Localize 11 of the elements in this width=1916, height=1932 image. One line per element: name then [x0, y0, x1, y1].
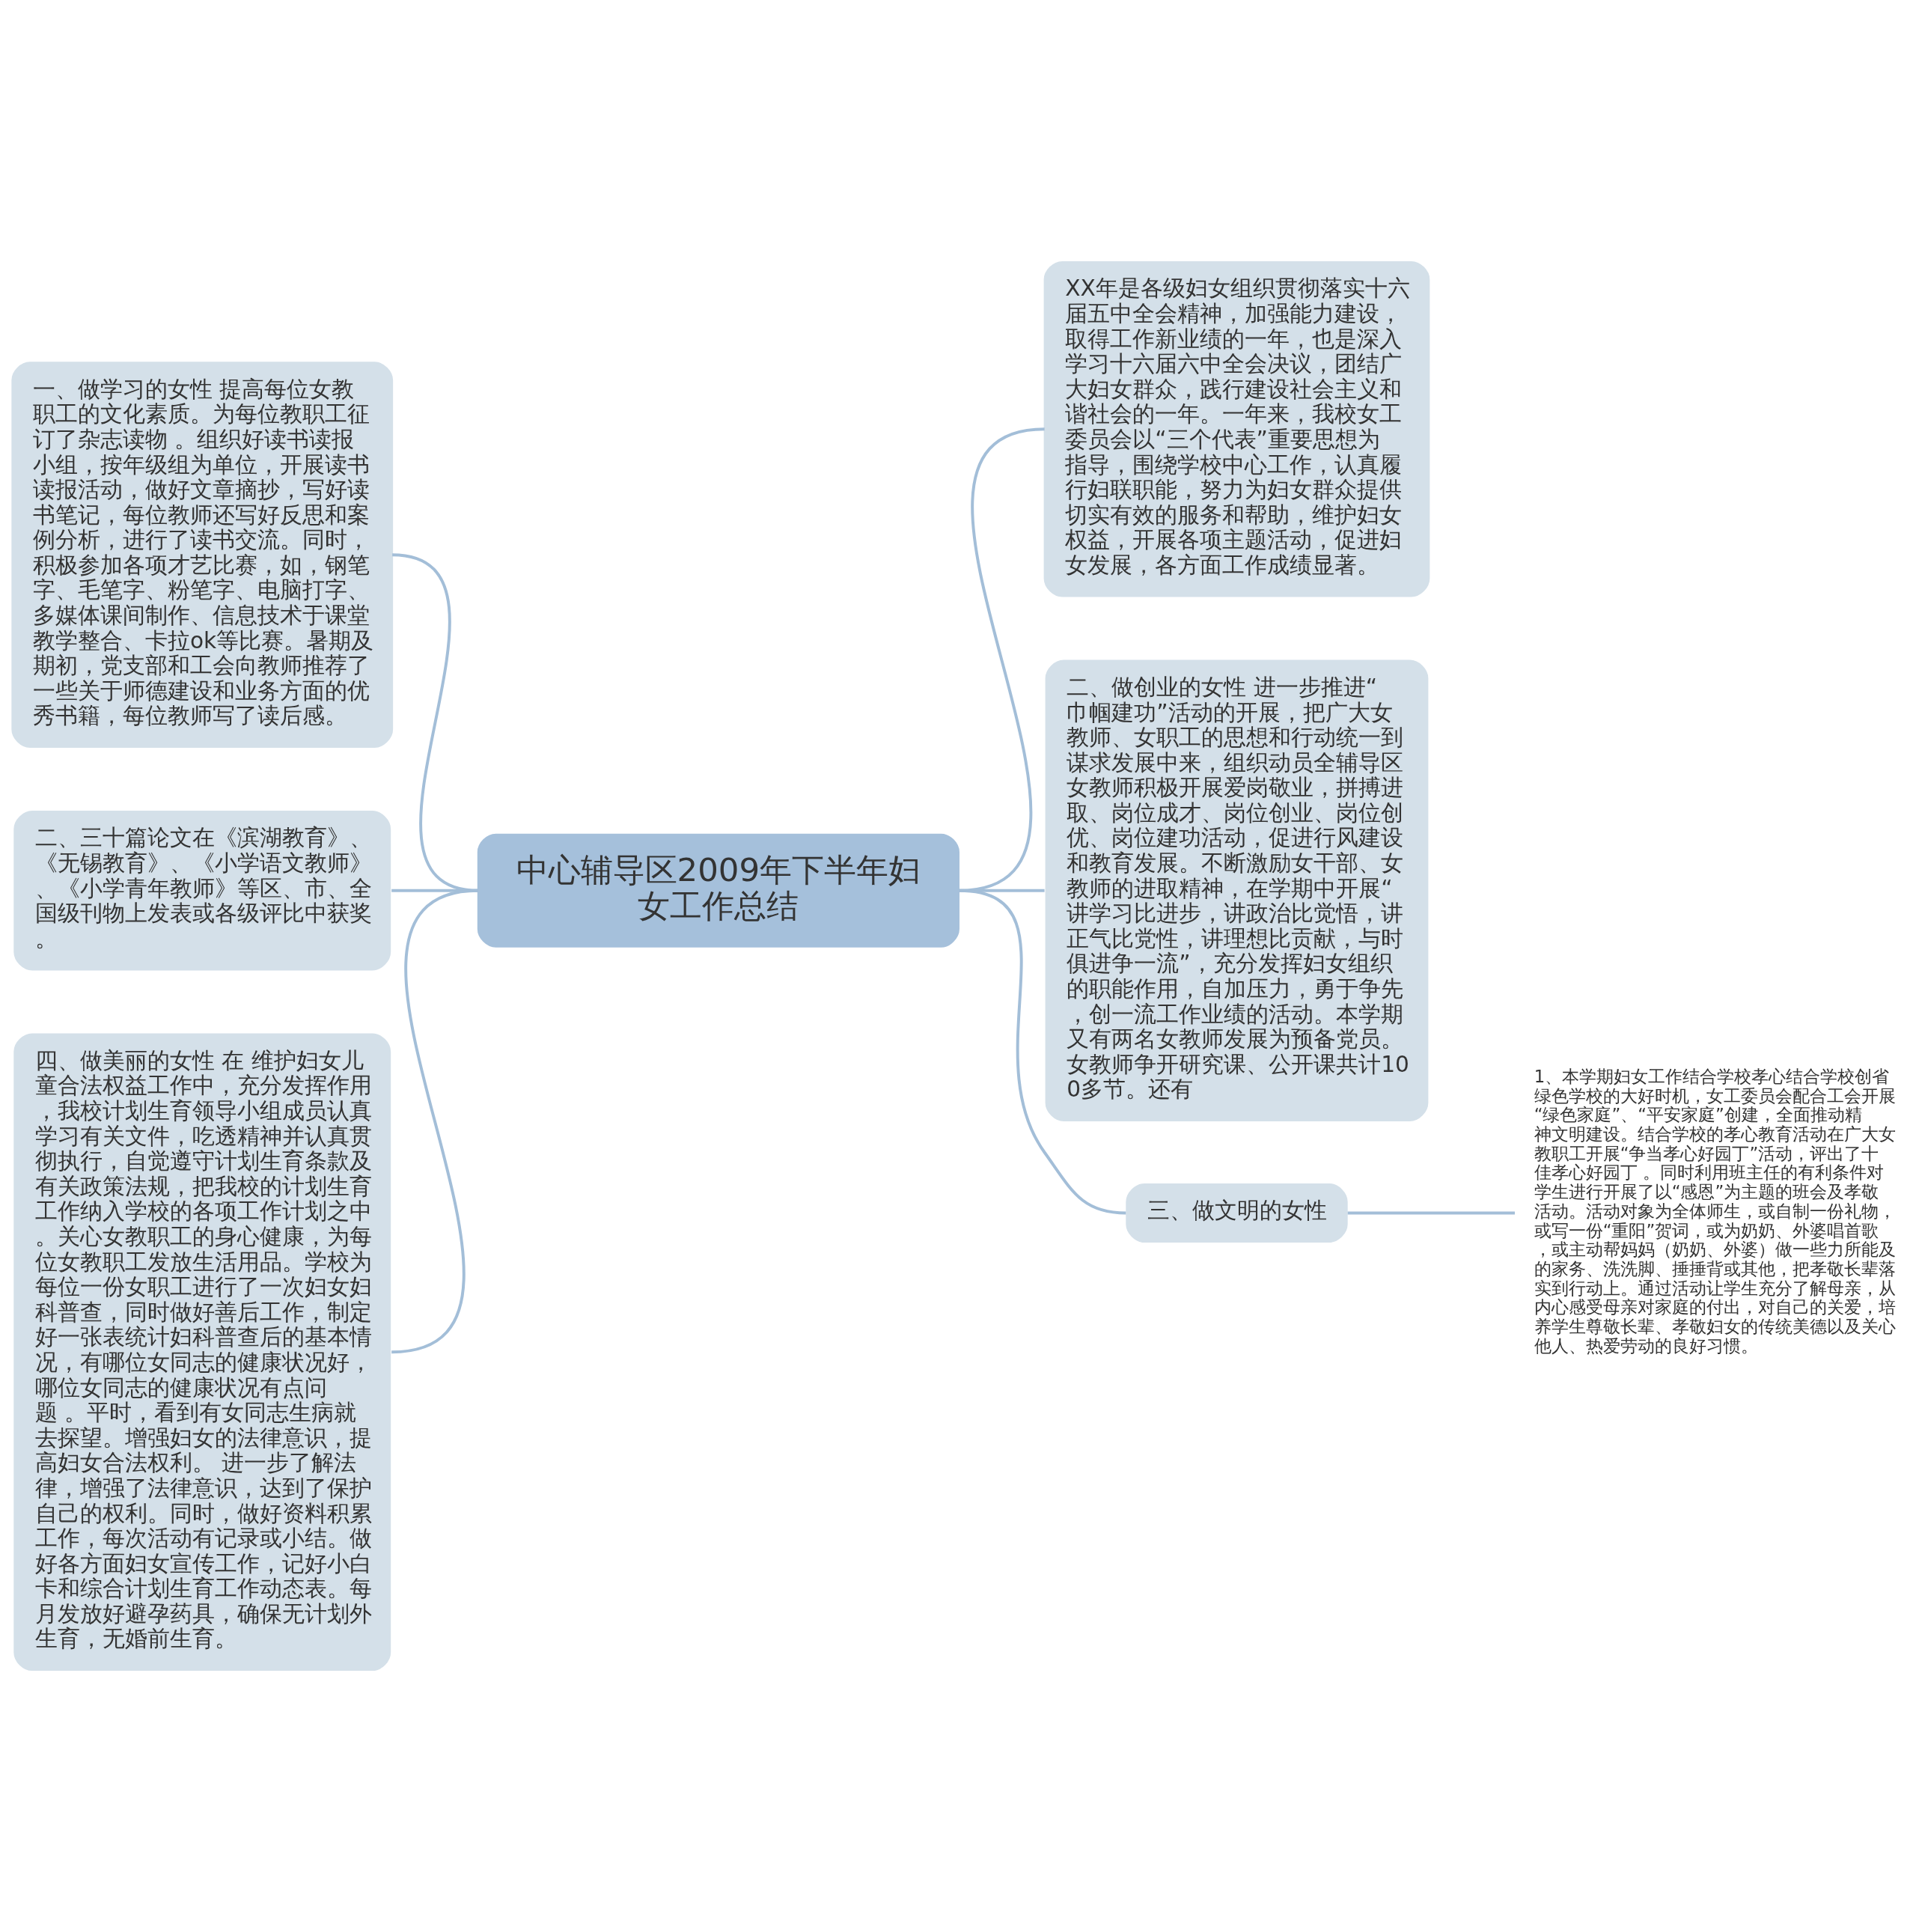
node-box: 二、做创业的女性 进一步推进“巾帼建功”活动的开展，把广大女教师、女职工的思想和行动统一到谋求发展中来，组织动员全辅导区女教师积极开展爱岗敬业，拼搏进取、岗位成才、岗位创业、岗位创优、岗位建功活动，促进行风建设和教育发展。不断激励女干部、女教师的进取精神，在学期中开展“讲学习比进步，讲政治比觉悟，讲正气比党性，讲理想比贡献，与时俱进争一流”，充分发挥妇女组织的职能作用，自加压力，勇于争先，创一流工作业绩的活动。本学期又有两名女教师发展为预备党员。女教师争开研究课、公开课共计100多节。还有: [1045, 659, 1429, 1121]
node-box: 中心辅导区2009年下半年妇女工作总结: [477, 833, 959, 948]
node-box: 四、做美丽的女性 在 维护妇女儿童合法权益工作中，充分发挥作用，我校计划生育领导小组成员认真学习有关文件，吃透精神并认真贯彻执行，自觉遵守计划生育条款及有关政策法规，把我校的计划生育工作纳入学校的各项工作计划之中。关心女教职工的身心健康，为每位女教职工发放生活用品。学校为每位一份女职工进行了一次妇女妇科普查，同时做好善后工作，制定好一张表统计妇科普查后的基本情况，有哪位女同志的健康状况好，哪位女同志的健康状况有点问题 。平时，看到有女同志生病就去探望。增强妇女的法律意识，提高妇女合法权利。 进一步了解法律，增强了法律意识，达到了保护自己的权利。同时，做好资料积累工作，每次活动有记录或小结。做好各方面妇女宣传工作，记好小白卡和综合计划生育工作动态表。每月发放好避孕药具，确保无计划外生育，无婚前生育。: [13, 1033, 391, 1672]
node-box: 一、做学习的女性 提高每位女教职工的文化素质。为每位教职工征订了杂志读物 。组织好读书读报小组，按年级组为单位，开展读书读报活动，做好文章摘抄，写好读书笔记，每位教师还写好反思和案例分析，进行了读书交流。同时，积极参加各项才艺比赛，如，钢笔字、毛笔字、粉笔字、电脑打字、多媒体课间制作、信息技术于课堂教学整合、卡拉ok等比赛。暑期及期初，党支部和工会向教师推荐了一些关于师德建设和业务方面的优秀书籍，每位教师写了读后感。: [11, 362, 394, 749]
connector: [391, 889, 479, 1354]
node-box: 二、三十篇论文在《滨湖教育》、《无锡教育》、《小学语文教师》、《小学青年教师》等区、市、全国级刊物上发表或各级评比中获奖。: [13, 811, 391, 971]
node-box: XX年是各级妇女组织贯彻落实十六届五中全会精神，加强能力建设，取得工作新业绩的一年，也是深入学习十六届六中全会决议，团结广大妇女群众，践行建设社会主义和谐社会的一年。一年来，我校女工委员会以“三个代表”重要思想为指导，围绕学校中心工作，认真履行妇联职能，努力为妇女群众提供切实有效的服务和帮助，维护妇女权益，开展各项主题活动，促进妇女发展，各方面工作成绩显著。: [1043, 260, 1430, 597]
node-text: 1、本学期妇女工作结合学校孝心结合学校创省绿色学校的大好时机，女工委员会配合工会开展“绿色家庭”、“平安家庭”创建，全面推动精神文明建设。结合学校的孝心教育活动在广大女教职工开展“争当孝心好园丁”活动，评出了十佳孝心好园丁 。同时利用班主任的有利条件对学生进行开展了以“感恩”为主题的班会及孝敬活动。活动对象为全体师生，或自制一份礼物，或写一份“重阳”贺词，或为奶奶、外婆唱首歌，或主动帮妈妈（奶奶、外婆）做一些力所能及的家务、洗洗脚、捶捶背或其他，把孝敬长辈落实到行动上。通过活动让学生充分了解母亲，从内心感受母亲对家庭的付出，对自己的关爱，培养学生尊敬长辈、孝敬妇女的传统美德以及关心他人、热爱劳动的良好习惯。: [1534, 1067, 1896, 1356]
connector: [1347, 1211, 1515, 1215]
connector: [958, 889, 1126, 1215]
node-box: 三、做文明的女性: [1126, 1183, 1348, 1243]
